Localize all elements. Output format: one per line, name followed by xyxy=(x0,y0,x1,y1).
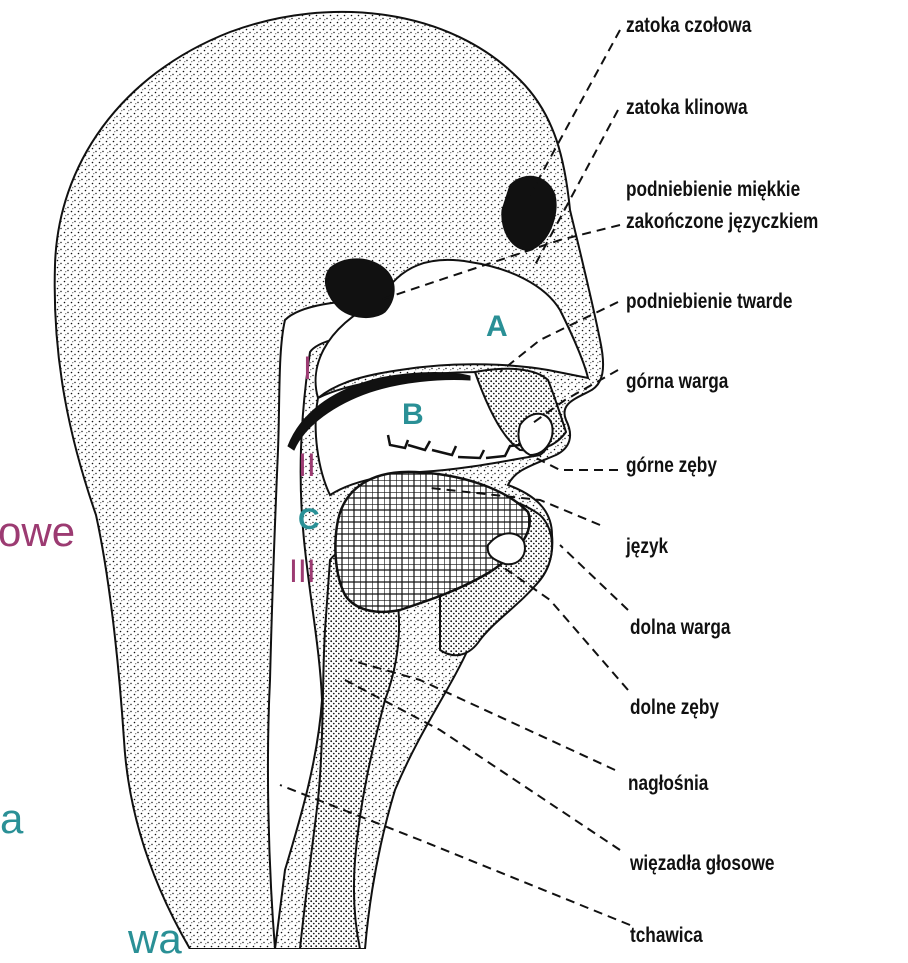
label-upper-teeth: górne zęby xyxy=(626,454,717,478)
marker-III: III xyxy=(289,553,316,590)
label-lower-lip: dolna warga xyxy=(630,616,730,640)
label-upper-lip: górna warga xyxy=(626,370,728,394)
marker-C: C xyxy=(298,503,320,537)
marker-A: A xyxy=(486,310,508,344)
label-hard-palate: podniebienie twarde xyxy=(626,290,792,314)
label-tongue: język xyxy=(626,535,668,559)
label-frontal-sinus: zatoka czołowa xyxy=(626,14,751,38)
edge-text-owe: owe xyxy=(0,508,75,556)
label-lower-teeth: dolne zęby xyxy=(630,696,719,720)
label-trachea: tchawica xyxy=(630,924,703,948)
label-epiglottis: nagłośnia xyxy=(628,772,708,796)
label-vocal-cords: więzadła głosowe xyxy=(630,852,774,876)
label-soft-palate-line2: zakończone języczkiem xyxy=(626,210,818,234)
edge-text-a: a xyxy=(0,795,23,843)
label-sphenoid-sinus: zatoka klinowa xyxy=(626,96,748,120)
marker-I: I xyxy=(303,350,312,387)
marker-II: II xyxy=(298,447,316,484)
label-soft-palate-line1: podniebienie miękkie xyxy=(626,178,800,202)
edge-text-wa: wa xyxy=(128,915,182,963)
marker-B: B xyxy=(402,398,424,432)
